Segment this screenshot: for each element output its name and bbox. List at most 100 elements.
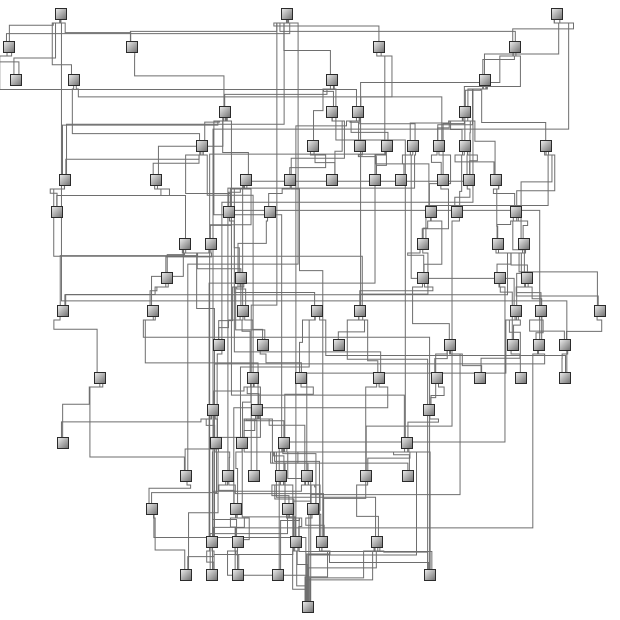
graph-node[interactable] [425, 206, 437, 218]
graph-node[interactable] [333, 339, 345, 351]
graph-node[interactable] [295, 372, 307, 384]
graph-node[interactable] [459, 106, 471, 118]
graph-node[interactable] [371, 536, 383, 548]
graph-node[interactable] [247, 372, 259, 384]
graph-node[interactable] [326, 174, 338, 186]
graph-node[interactable] [281, 8, 293, 20]
graph-node[interactable] [207, 404, 219, 416]
graph-node[interactable] [161, 272, 173, 284]
graph-node[interactable] [10, 74, 22, 86]
graph-node[interactable] [282, 503, 294, 515]
graph-node[interactable] [219, 106, 231, 118]
graph-node[interactable] [515, 372, 527, 384]
graph-node[interactable] [559, 372, 571, 384]
graph-node[interactable] [381, 140, 393, 152]
graph-node[interactable] [540, 140, 552, 152]
graph-node[interactable] [51, 206, 63, 218]
graph-node[interactable] [459, 140, 471, 152]
graph-node[interactable] [290, 536, 302, 548]
graph-node[interactable] [395, 174, 407, 186]
graph-node[interactable] [474, 372, 486, 384]
graph-node[interactable] [264, 206, 276, 218]
graph-node[interactable] [302, 601, 314, 613]
graph-node[interactable] [518, 238, 530, 250]
graph-node[interactable] [354, 305, 366, 317]
graph-node[interactable] [59, 174, 71, 186]
graph-node[interactable] [521, 272, 533, 284]
graph-node[interactable] [402, 470, 414, 482]
graph-node[interactable] [147, 305, 159, 317]
graph-node[interactable] [417, 238, 429, 250]
graph-node[interactable] [196, 140, 208, 152]
graph-node[interactable] [423, 404, 435, 416]
graph-node[interactable] [463, 174, 475, 186]
graph-node[interactable] [431, 372, 443, 384]
graph-node[interactable] [146, 503, 158, 515]
graph-node[interactable] [237, 305, 249, 317]
graph-node[interactable] [307, 140, 319, 152]
graph-node[interactable] [222, 470, 234, 482]
graph-node[interactable] [417, 272, 429, 284]
graph-node[interactable] [533, 339, 545, 351]
graph-node[interactable] [326, 106, 338, 118]
graph-node[interactable] [180, 569, 192, 581]
graph-node[interactable] [559, 339, 571, 351]
graph-node[interactable] [232, 569, 244, 581]
graph-node[interactable] [551, 8, 563, 20]
graph-node[interactable] [251, 404, 263, 416]
graph-node[interactable] [594, 305, 606, 317]
graph-node[interactable] [407, 140, 419, 152]
graph-node[interactable] [354, 140, 366, 152]
graph-node[interactable] [311, 305, 323, 317]
graph-node[interactable] [94, 372, 106, 384]
graph-node[interactable] [492, 238, 504, 250]
graph-node[interactable] [230, 503, 242, 515]
graph-node[interactable] [55, 8, 67, 20]
graph-node[interactable] [352, 106, 364, 118]
graph-node[interactable] [433, 140, 445, 152]
graph-node[interactable] [206, 569, 218, 581]
graph-node[interactable] [444, 339, 456, 351]
graph-node[interactable] [213, 339, 225, 351]
graph-node[interactable] [257, 339, 269, 351]
graph-node[interactable] [494, 272, 506, 284]
graph-node[interactable] [401, 437, 413, 449]
graph-node[interactable] [57, 437, 69, 449]
graph-node[interactable] [210, 437, 222, 449]
graph-node[interactable] [278, 437, 290, 449]
graph-node[interactable] [360, 470, 372, 482]
graph-node[interactable] [301, 470, 313, 482]
graph-node[interactable] [535, 305, 547, 317]
graph-node[interactable] [232, 536, 244, 548]
graph-node[interactable] [180, 470, 192, 482]
graph-node[interactable] [126, 41, 138, 53]
graph-node[interactable] [205, 238, 217, 250]
graph-node[interactable] [437, 174, 449, 186]
graph-node[interactable] [248, 470, 260, 482]
graph-node[interactable] [373, 41, 385, 53]
graph-node[interactable] [479, 74, 491, 86]
graph-node[interactable] [206, 536, 218, 548]
graph-node[interactable] [68, 74, 80, 86]
graph-node[interactable] [451, 206, 463, 218]
graph-node[interactable] [3, 41, 15, 53]
graph-node[interactable] [490, 174, 502, 186]
graph-node[interactable] [275, 470, 287, 482]
graph-node[interactable] [235, 272, 247, 284]
graph-node[interactable] [326, 74, 338, 86]
graph-node[interactable] [150, 174, 162, 186]
graph-node[interactable] [223, 206, 235, 218]
graph-node[interactable] [307, 503, 319, 515]
graph-node[interactable] [284, 174, 296, 186]
graph-node[interactable] [316, 536, 328, 548]
graph-node[interactable] [510, 206, 522, 218]
graph-node[interactable] [240, 174, 252, 186]
graph-node[interactable] [509, 41, 521, 53]
graph-node[interactable] [507, 339, 519, 351]
graph-node[interactable] [369, 174, 381, 186]
graph-node[interactable] [424, 569, 436, 581]
graph-node[interactable] [236, 437, 248, 449]
graph-node[interactable] [510, 305, 522, 317]
graph-node[interactable] [272, 569, 284, 581]
graph-node[interactable] [373, 372, 385, 384]
